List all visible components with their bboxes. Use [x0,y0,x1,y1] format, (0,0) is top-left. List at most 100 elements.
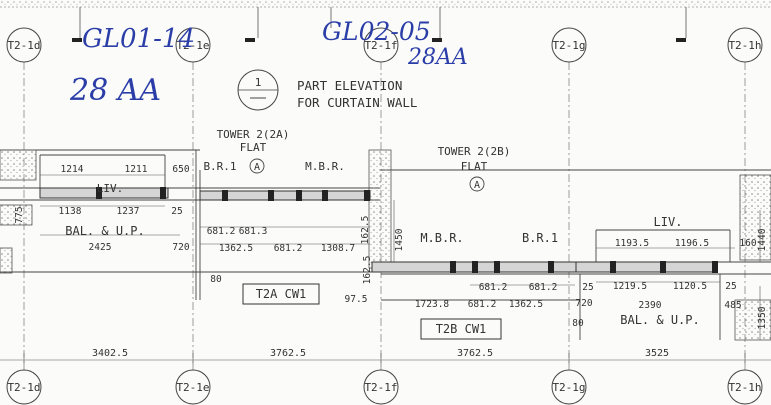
dim-681-2a: 681.2 [207,226,236,237]
tower-headings: TOWER 2(2A) FLAT TOWER 2(2B) FLAT [217,128,511,173]
room-liv-b: LIV. [654,215,683,229]
dim-80b: 80 [572,318,584,329]
dim-25a: 25 [171,206,182,217]
column-right-bottom [734,299,771,341]
grid-label-top-1g: T2-1g [552,39,585,52]
grid-bubble-top-1e [175,27,211,63]
grid-label-bottom-1d: T2-1d [7,381,40,394]
top-grid-labels: T2-1d T2-1e T2-1f T2-1g T2-1h [7,39,761,52]
tower-b-line1: TOWER 2(2B) [438,145,511,158]
title-block: 1 PART ELEVATION FOR CURTAIN WALL [237,69,417,111]
grid-label-top-1h: T2-1h [728,39,761,52]
section-marks [72,38,686,42]
room-labels: LIV. B.R.1 M.B.R. BAL. & U.P. M.B.R. B.R… [65,160,699,327]
title-line-1: PART ELEVATION [297,78,402,93]
dim-681-2c: 681.2 [468,299,497,310]
handwritten-notes: GL01-14 28 AA GL02-05 28AA [69,17,468,108]
grid-bubble-top-1g [551,27,587,63]
tower-a-line1: TOWER 2(2A) [217,128,290,141]
dim-162-5b: 162.5 [362,256,373,285]
handwritten-note-a-line1: GL01-14 [82,24,195,54]
dim-160: 160 [739,238,756,249]
grid-label-bottom-1h: T2-1h [728,381,761,394]
cw-tags: T2A CW1 T2B CW1 [242,283,502,340]
column-right-top [739,174,771,261]
dim-650: 650 [172,164,189,175]
grid-bubble-bottom-1h [727,369,763,405]
column-center [368,149,392,269]
bay-dim-2: 3762.5 [270,348,306,359]
top-edge-strip [0,0,771,8]
dim-775: 775 [14,206,25,223]
dim-681-2b: 681.2 [274,243,303,254]
dim-1362-5b: 1362.5 [509,299,543,310]
cw-tag-b-box [420,318,502,340]
column-left-top [0,149,37,181]
tower-a-mark: A [254,162,260,173]
dimension-labels: 1214 1211 650 775 1138 1237 25 2425 720 … [14,164,768,329]
handwritten-note-b-line1: GL02-05 [322,17,431,46]
bottom-grid-labels: T2-1d T2-1e T2-1f T2-1g T2-1h [7,381,761,394]
column-left-lower [0,247,13,274]
dim-1350: 1350 [757,306,768,329]
bay-dimensions: 3402.5 3762.5 3762.5 3525 [92,348,669,359]
wall-hatching [0,149,771,341]
dim-720a: 720 [172,242,189,253]
tower-b-mark: A [474,180,480,191]
grid-label-top-1d: T2-1d [7,39,40,52]
tower-a-line2: FLAT [240,141,267,154]
room-mbr-a: M.B.R. [305,160,345,173]
cw-tag-b: T2B CW1 [436,322,487,336]
dim-1211: 1211 [125,164,148,175]
handwritten-note-a-line2: 28 AA [69,73,161,108]
bay-dim-1: 3402.5 [92,348,128,359]
room-bal-a: BAL. & U.P. [65,224,144,238]
bay-dim-3: 3762.5 [457,348,493,359]
grid-label-top-1e: T2-1e [176,39,209,52]
title-line-2: FOR CURTAIN WALL [297,95,417,110]
title-number: 1 [255,76,262,89]
flat-type-marks: A A [249,158,485,192]
dim-1196-5: 1196.5 [675,238,709,249]
dim-2390: 2390 [639,300,662,311]
tower-b-line2: FLAT [461,160,488,173]
cw-bar-liv-b [575,261,717,273]
handwritten-note-b-line2: 28AA [407,45,468,70]
dim-1308-7: 1308.7 [321,243,355,254]
room-br1-a: B.R.1 [203,160,236,173]
dim-1138: 1138 [59,206,82,217]
bottom-grid-bubbles [6,369,763,405]
dim-1440: 1440 [757,228,768,251]
cw-tag-a-box [242,283,320,305]
dim-25c: 25 [725,281,736,292]
dim-162-5a: 162.5 [360,216,371,245]
dim-1237: 1237 [117,206,140,217]
dim-80a: 80 [210,274,222,285]
dim-25b: 25 [582,282,593,293]
grid-bubble-top-1d [6,27,42,63]
dim-1450: 1450 [394,228,405,251]
grid-bubble-bottom-1d [6,369,42,405]
dim-720b: 720 [575,298,592,309]
dim-1120-5: 1120.5 [673,281,707,292]
dim-2425: 2425 [89,242,112,253]
dim-681-2e: 681.2 [529,282,558,293]
top-grid-bubbles [6,27,763,63]
grid-bubble-top-1h [727,27,763,63]
grid-label-bottom-1g: T2-1g [552,381,585,394]
dim-97-5: 97.5 [345,294,368,305]
column-left-bottom [0,204,33,226]
room-mbr-b: M.B.R. [420,231,463,245]
grid-label-bottom-1e: T2-1e [176,381,209,394]
dimension-lines [0,174,771,366]
room-br1-b: B.R.1 [522,231,558,245]
grid-bubble-top-1f [363,27,399,63]
mullions [96,187,718,273]
room-bal-b: BAL. & U.P. [620,313,699,327]
dim-1219-5: 1219.5 [613,281,647,292]
cw-tag-a: T2A CW1 [256,287,307,301]
grid-bubble-bottom-1e [175,369,211,405]
dim-681-2d: 681.2 [479,282,508,293]
